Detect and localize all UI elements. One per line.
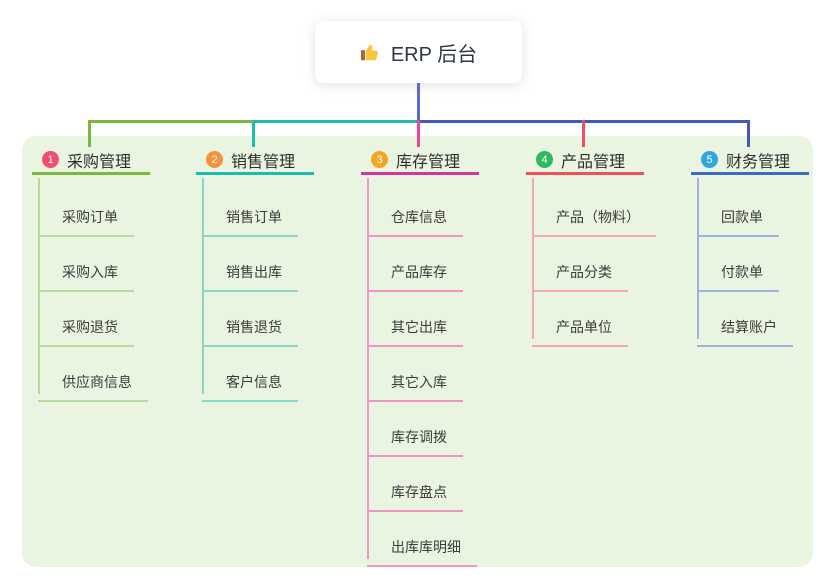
child-node[interactable]: 库存盘点 [367, 462, 463, 512]
branch-header[interactable]: 3 库存管理 [361, 147, 479, 175]
child-node[interactable]: 仓库信息 [367, 187, 463, 237]
child-node[interactable]: 采购订单 [38, 187, 134, 237]
branch-number-badge: 1 [42, 151, 59, 168]
child-label: 客户信息 [226, 374, 282, 390]
child-node[interactable]: 付款单 [697, 242, 779, 292]
child-rail-line [367, 178, 369, 559]
branch-drop-line [417, 120, 420, 147]
child-node[interactable]: 回款单 [697, 187, 779, 237]
child-node[interactable]: 客户信息 [202, 352, 298, 402]
child-node[interactable]: 产品（物料） [532, 187, 656, 237]
thumbs-up-icon [360, 41, 382, 63]
child-label: 库存盘点 [391, 484, 447, 500]
child-node[interactable]: 销售退货 [202, 297, 298, 347]
child-label: 仓库信息 [391, 209, 447, 225]
root-node[interactable]: ERP 后台 [315, 21, 522, 83]
child-label: 销售订单 [226, 209, 282, 225]
branch-label: 销售管理 [231, 153, 296, 171]
child-label: 库存调拨 [391, 429, 447, 445]
branch-header[interactable]: 1 采购管理 [32, 147, 150, 175]
child-label: 采购入库 [62, 264, 118, 280]
branch-number-badge: 3 [371, 151, 388, 168]
child-label: 销售退货 [226, 319, 282, 335]
child-label: 产品（物料） [556, 209, 640, 225]
branch-number-badge: 5 [701, 151, 718, 168]
child-label: 付款单 [721, 264, 763, 280]
child-label: 采购订单 [62, 209, 118, 225]
child-label: 出库库明细 [391, 539, 461, 555]
branch-label: 财务管理 [726, 153, 791, 171]
child-label: 采购退货 [62, 319, 118, 335]
child-node[interactable]: 销售订单 [202, 187, 298, 237]
child-node[interactable]: 采购退货 [38, 297, 134, 347]
child-node[interactable]: 采购入库 [38, 242, 134, 292]
branch-drop-line [582, 120, 585, 147]
branch-label: 库存管理 [396, 153, 461, 171]
child-label: 供应商信息 [62, 374, 132, 390]
branch-drop-line [747, 120, 750, 147]
child-node[interactable]: 供应商信息 [38, 352, 148, 402]
child-node[interactable]: 结算账户 [697, 297, 793, 347]
branch-header[interactable]: 4 产品管理 [526, 147, 644, 175]
branch-header[interactable]: 2 销售管理 [196, 147, 314, 175]
branch-label: 采购管理 [67, 153, 132, 171]
child-label: 产品单位 [556, 319, 612, 335]
child-label: 产品分类 [556, 264, 612, 280]
child-node[interactable]: 产品分类 [532, 242, 628, 292]
child-node[interactable]: 出库库明细 [367, 517, 477, 567]
child-label: 产品库存 [391, 264, 447, 280]
child-node[interactable]: 销售出库 [202, 242, 298, 292]
child-label: 其它出库 [391, 319, 447, 335]
child-rail-line [202, 178, 204, 394]
child-node[interactable]: 库存调拨 [367, 407, 463, 457]
child-label: 结算账户 [721, 319, 777, 335]
root-label: ERP 后台 [390, 43, 478, 66]
child-node[interactable]: 其它入库 [367, 352, 463, 402]
branch-number-badge: 2 [206, 151, 223, 168]
canvas-panel [22, 136, 813, 567]
child-node[interactable]: 其它出库 [367, 297, 463, 347]
root-stem-line [417, 83, 420, 121]
child-label: 回款单 [721, 209, 763, 225]
branch-connector-line [88, 120, 252, 123]
child-rail-line [697, 178, 699, 339]
child-label: 销售出库 [226, 264, 282, 280]
branch-number-badge: 4 [536, 151, 553, 168]
branch-drop-line [88, 120, 91, 147]
child-label: 其它入库 [391, 374, 447, 390]
child-node[interactable]: 产品单位 [532, 297, 628, 347]
child-node[interactable]: 产品库存 [367, 242, 463, 292]
branch-header[interactable]: 5 财务管理 [691, 147, 809, 175]
branch-drop-line [252, 120, 255, 147]
child-rail-line [532, 178, 534, 339]
branch-label: 产品管理 [561, 153, 626, 171]
branch-connector-line [252, 120, 417, 123]
child-rail-line [38, 178, 40, 394]
